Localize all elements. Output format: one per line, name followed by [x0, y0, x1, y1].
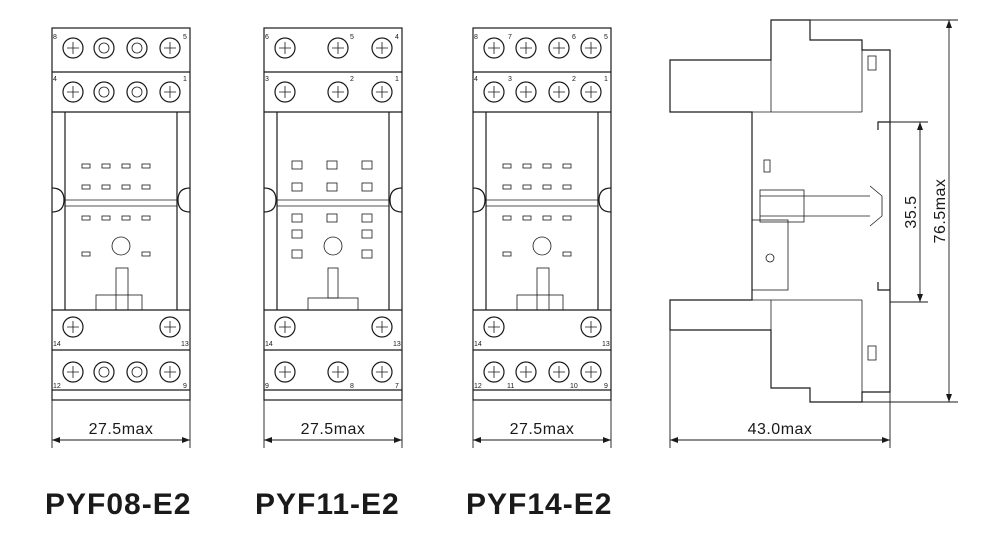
terminal-number: 7	[395, 383, 399, 390]
socket-pyf14-e2: 8 7 6 5 4 3 2 1 14 13 12 11 10 9 27.5max…	[466, 27, 612, 521]
contact-slots	[502, 163, 572, 257]
side-body-outline	[669, 19, 891, 403]
terminal-number: 3	[508, 76, 512, 83]
height-label: 76.5max	[932, 179, 949, 244]
terminal-number: 14	[53, 341, 61, 348]
terminal-number: 5	[183, 34, 187, 41]
terminal-number: 6	[265, 34, 269, 41]
terminal-number: 13	[602, 341, 610, 348]
width-dimension: 27.5max	[472, 400, 612, 448]
terminal-number: 9	[183, 383, 187, 390]
terminal-number: 12	[53, 383, 61, 390]
terminal-screws	[62, 37, 181, 383]
terminal-number: 3	[265, 76, 269, 83]
terminal-number: 11	[507, 383, 514, 390]
terminal-number: 10	[570, 383, 578, 390]
socket-pyf08-e2: 8 5 4 1 14 13 12 9 27.5max PYF08-E2	[45, 27, 191, 521]
terminal-number: 1	[183, 76, 187, 83]
terminal-number: 14	[474, 341, 482, 348]
width-dimension: 27.5max	[263, 400, 403, 448]
terminal-number: 4	[395, 34, 399, 41]
width-label: 27.5max	[301, 421, 366, 438]
terminal-screws	[274, 37, 393, 383]
terminal-number: 9	[265, 383, 269, 390]
terminal-number: 12	[474, 383, 482, 390]
model-name: PYF11-E2	[255, 488, 400, 521]
terminal-screws	[483, 37, 602, 383]
terminal-number: 5	[350, 34, 354, 41]
socket-outline	[263, 27, 403, 401]
terminal-number: 6	[572, 34, 576, 41]
width-label: 27.5max	[89, 421, 154, 438]
terminal-numbers: 8 5 4 1 14 13 12 9	[53, 34, 189, 390]
terminal-number: 2	[572, 76, 576, 83]
depth-label: 43.0max	[748, 421, 813, 438]
terminal-number: 9	[604, 383, 608, 390]
terminal-numbers: 8 7 6 5 4 3 2 1 14 13 12 11 10 9	[474, 34, 610, 390]
terminal-number: 4	[474, 76, 478, 83]
model-name: PYF14-E2	[466, 488, 612, 521]
terminal-numbers: 6 5 4 3 2 1 14 13 9 8 7	[265, 34, 401, 390]
terminal-number: 8	[53, 34, 57, 41]
rail-label: 35.5	[903, 195, 920, 228]
socket-outline	[51, 27, 191, 401]
terminal-number: 1	[395, 76, 399, 83]
terminal-number: 7	[508, 34, 512, 41]
model-name: PYF08-E2	[45, 488, 191, 521]
terminal-number: 13	[181, 341, 189, 348]
depth-dimension: 43.0max	[669, 330, 891, 448]
height-dimension: 76.5max	[810, 19, 958, 403]
socket-outline	[472, 27, 612, 401]
terminal-number: 2	[350, 76, 354, 83]
terminal-number: 8	[350, 383, 354, 390]
terminal-number: 13	[393, 341, 401, 348]
terminal-number: 8	[474, 34, 478, 41]
width-dimension: 27.5max	[51, 400, 191, 448]
contact-slots	[81, 163, 151, 257]
contact-slots	[291, 160, 373, 259]
socket-pyf11-e2: 6 5 4 3 2 1 14 13 9 8 7 27.5max PYF11-E2	[255, 27, 403, 521]
terminal-number: 14	[265, 341, 273, 348]
side-view: 76.5max 35.5 43.0max	[669, 19, 958, 448]
terminal-number: 5	[604, 34, 608, 41]
terminal-number: 4	[53, 76, 57, 83]
width-label: 27.5max	[510, 421, 575, 438]
rail-dimension: 35.5	[890, 121, 928, 303]
terminal-number: 1	[604, 76, 608, 83]
